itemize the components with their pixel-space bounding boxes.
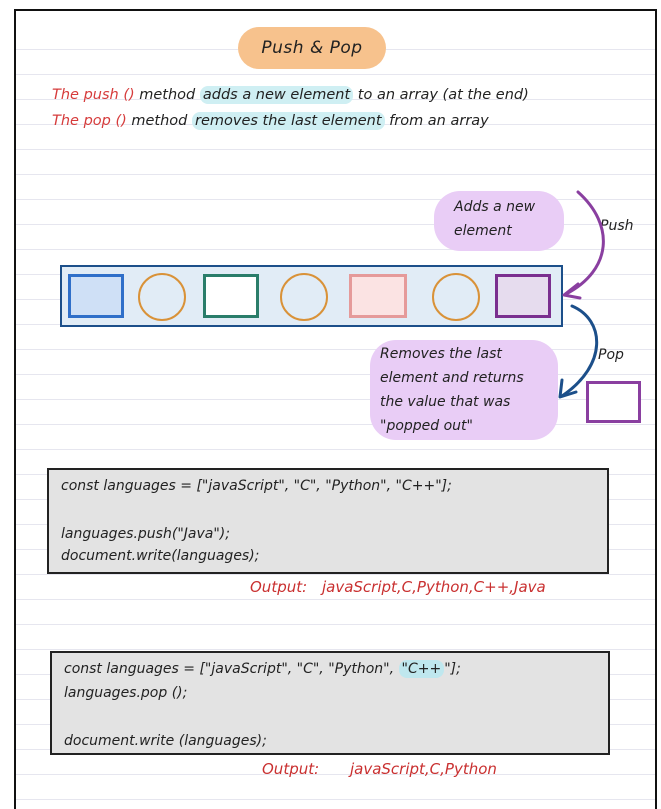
pop-def-post: from an array [389, 113, 489, 129]
output-pop: Output: javaScript,C,Python [262, 760, 497, 778]
code-line: const languages = ["javaScript", "C", "P… [61, 478, 452, 494]
array-container [60, 265, 563, 327]
pop-arrow [560, 304, 599, 398]
push-def-pre: method [139, 87, 196, 103]
push-definition: The push () method adds a new element to… [52, 86, 529, 104]
popped-element [586, 381, 641, 423]
code-line: languages.pop (); [64, 685, 188, 701]
push-note: Adds a new element [434, 191, 564, 251]
push-method-name: The push () [52, 87, 135, 103]
array-element-circle [432, 273, 480, 321]
push-label: Push [600, 218, 634, 234]
array-element-square [495, 274, 551, 318]
pop-method-name: The pop () [52, 113, 127, 129]
array-element-square [203, 274, 259, 318]
code-block-pop: const languages = ["javaScript", "C", "P… [50, 651, 610, 755]
output-value: javaScript,C,Python,C++,Java [321, 578, 546, 596]
pop-def-pre: method [131, 113, 188, 129]
push-note-line: element [454, 223, 512, 239]
code-line-1: const languages = ["javaScript", "C", "P… [64, 660, 461, 678]
code-text: const languages = ["javaScript", "C", "P… [64, 661, 395, 677]
pop-arrow-head [558, 378, 578, 399]
array-element-square [349, 274, 407, 318]
pop-def-highlight: removes the last element [192, 112, 385, 130]
push-arrow [564, 190, 605, 296]
array-element-circle [280, 273, 328, 321]
code-line: languages.push("Java"); [61, 526, 230, 542]
pop-note: Removes the last element and returns the… [370, 340, 558, 440]
push-def-post: to an array (at the end) [357, 87, 529, 103]
output-label: Output: [262, 760, 320, 778]
pop-label: Pop [598, 347, 624, 363]
page-title: Push & Pop [238, 27, 386, 69]
pop-note-line: Removes the last [380, 346, 502, 362]
pop-note-line: "popped out" [380, 418, 473, 434]
push-arrow-head [562, 282, 582, 300]
code-text: "]; [444, 661, 461, 677]
output-label: Output: [250, 578, 308, 596]
code-highlight: "C++ [398, 660, 445, 678]
array-element-circle [138, 273, 186, 321]
push-def-highlight: adds a new element [199, 86, 354, 104]
pop-definition: The pop () method removes the last eleme… [52, 112, 489, 130]
output-push: Output: javaScript,C,Python,C++,Java [250, 578, 546, 596]
push-note-line: Adds a new [454, 199, 536, 215]
pop-note-line: element and returns [380, 370, 524, 386]
output-value: javaScript,C,Python [349, 760, 497, 778]
code-line: document.write(languages); [61, 548, 260, 564]
code-line: document.write (languages); [64, 733, 267, 749]
code-block-push: const languages = ["javaScript", "C", "P… [47, 468, 609, 574]
pop-note-line: the value that was [380, 394, 511, 410]
array-element-square [68, 274, 124, 318]
